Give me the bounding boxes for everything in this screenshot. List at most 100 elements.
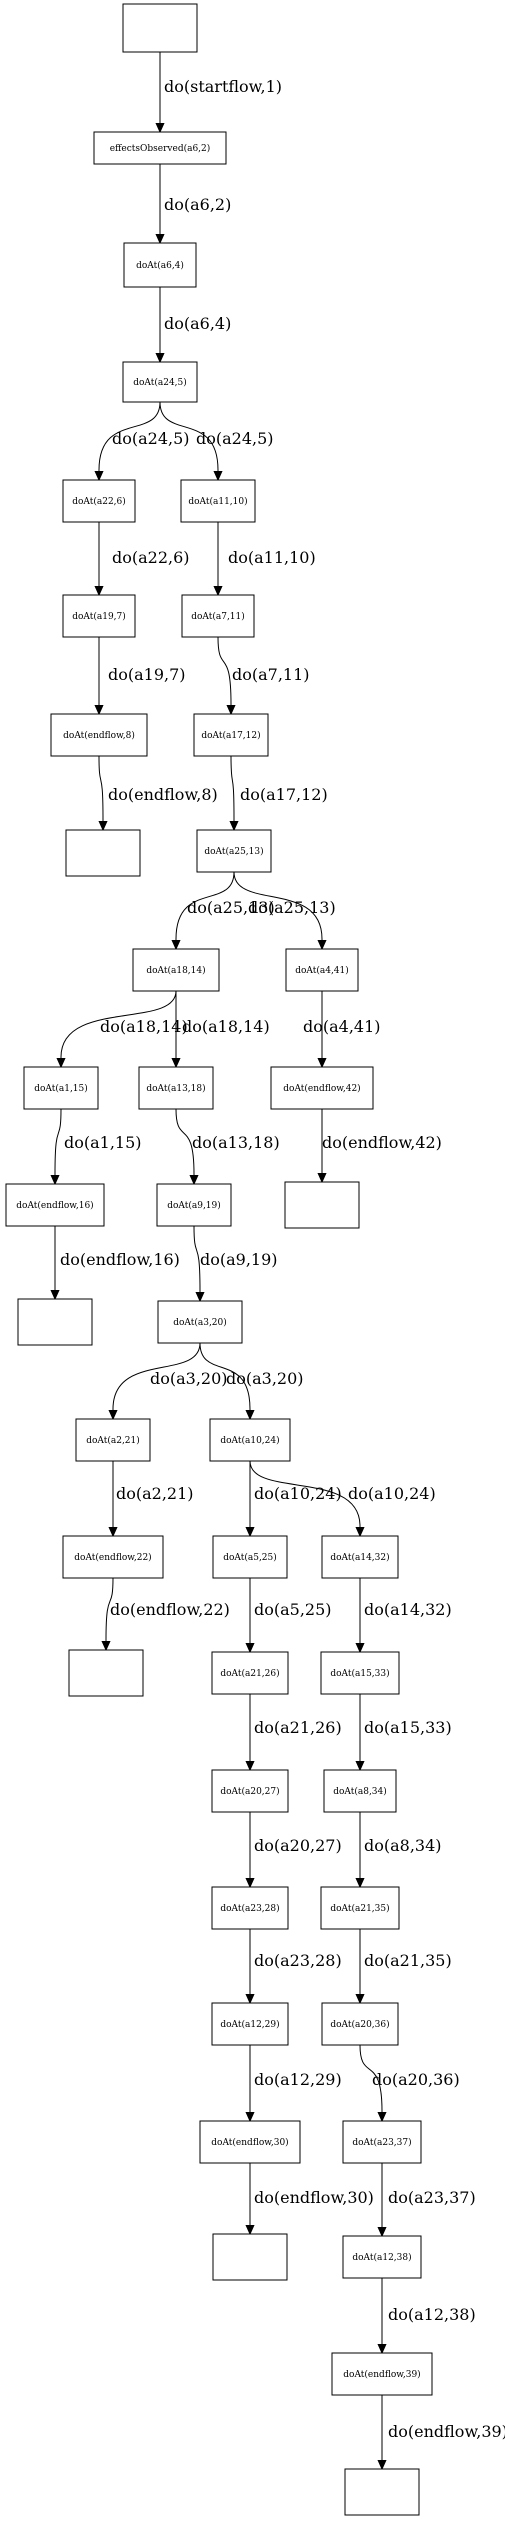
node-label: doAt(endflow,16) [16, 1200, 93, 1211]
state-node: doAt(a12,38) [342, 2235, 422, 2279]
node-label: doAt(a22,6) [72, 496, 126, 507]
edge-label: do(a8,34) [364, 1836, 442, 1855]
edge-label: do(a15,33) [364, 1718, 452, 1737]
node-box [156, 1183, 232, 1227]
edge-label: do(a25,13) [187, 898, 275, 917]
edge-label: do(a24,5) [196, 429, 274, 448]
edge-arrow [106, 1577, 114, 1650]
node-box [193, 713, 269, 757]
node-box [68, 1649, 144, 1697]
state-node: doAt(a8,34) [323, 1769, 397, 1813]
state-node: doAt(a19,7) [62, 594, 136, 638]
node-box [93, 131, 227, 165]
edge-arrow [61, 990, 177, 1067]
node-box [50, 713, 148, 757]
edge-arrow [193, 1225, 200, 1301]
edge-label: do(a12,38) [388, 2305, 476, 2324]
node-label: doAt(a12,38) [352, 2252, 411, 2263]
edge-arrow [55, 1108, 62, 1184]
node-label: doAt(a23,37) [352, 2137, 411, 2148]
state-node: doAt(a23,37) [342, 2120, 422, 2164]
edge-arrow [199, 1342, 250, 1419]
state-node: doAt(endflow,30) [199, 2120, 301, 2164]
node-label: doAt(a21,35) [330, 1903, 389, 1914]
node-box [211, 2002, 289, 2046]
edge-label: do(a23,37) [388, 2188, 476, 2207]
edge-label: do(a22,6) [112, 548, 190, 567]
node-label: doAt(a21,26) [220, 1668, 279, 1679]
node-label: doAt(endflow,30) [211, 2137, 288, 2148]
edge-label: do(a1,15) [64, 1133, 142, 1152]
state-node: doAt(a20,36) [321, 2002, 399, 2046]
state-node: doAt(a13,18) [138, 1066, 214, 1110]
edge-label: do(a13,18) [192, 1133, 280, 1152]
edge-arrow [359, 2044, 382, 2121]
edge-arrow [217, 636, 231, 714]
terminal-node [122, 3, 198, 53]
edges-layer: do(startflow,1)do(a6,2)do(a6,4)do(a24,5)… [55, 52, 505, 2469]
state-node: doAt(a24,5) [122, 361, 198, 403]
state-node: doAt(a23,28) [211, 1886, 289, 1930]
node-label: doAt(a4,41) [295, 965, 349, 976]
node-label: doAt(endflow,22) [74, 1552, 151, 1563]
node-box [138, 1066, 214, 1110]
node-label: doAt(a5,25) [223, 1552, 277, 1563]
node-box [331, 2352, 433, 2396]
node-box [62, 1535, 164, 1579]
edge-label: do(a20,27) [254, 1836, 342, 1855]
edge-label: do(a21,35) [364, 1951, 452, 1970]
state-node: doAt(a10,24) [209, 1418, 291, 1462]
state-node: doAt(a14,32) [321, 1535, 399, 1579]
state-node: doAt(endflow,22) [62, 1535, 164, 1579]
edge-arrow [233, 871, 322, 949]
edge-label: do(startflow,1) [164, 77, 282, 96]
node-box [196, 829, 272, 873]
edge-label: do(a9,19) [200, 1250, 278, 1269]
edge-label: do(a5,25) [254, 1600, 332, 1619]
state-node: doAt(a12,29) [211, 2002, 289, 2046]
state-node: doAt(a17,12) [193, 713, 269, 757]
state-node: doAt(a25,13) [196, 829, 272, 873]
node-label: doAt(a20,36) [330, 2019, 389, 2030]
state-node: doAt(a18,14) [132, 948, 220, 992]
node-label: doAt(a9,19) [167, 1200, 221, 1211]
terminal-node [17, 1298, 93, 1346]
edge-label: do(endflow,39) [388, 2422, 505, 2441]
node-box [17, 1298, 93, 1346]
edge-label: do(a3,20) [226, 1369, 304, 1388]
node-label: doAt(a6,4) [136, 260, 184, 271]
node-box [23, 1066, 99, 1110]
node-box [211, 1886, 289, 1930]
edge-label: do(a4,41) [303, 1017, 381, 1036]
edge-label: do(a21,26) [254, 1718, 342, 1737]
edge-arrow [176, 871, 235, 949]
edge-arrow [249, 1460, 360, 1536]
edge-label: do(endflow,22) [110, 1600, 230, 1619]
node-box [284, 1181, 360, 1229]
node-label: doAt(a2,21) [86, 1435, 140, 1446]
edge-label: do(a6,2) [164, 195, 231, 214]
edge-arrow [159, 401, 218, 480]
state-node: doAt(a2,21) [75, 1418, 151, 1462]
node-label: doAt(a3,20) [173, 1317, 227, 1328]
edge-label: do(a10,24) [348, 1484, 436, 1503]
terminal-node [284, 1181, 360, 1229]
node-box [123, 242, 197, 288]
node-label: doAt(a12,29) [220, 2019, 279, 2030]
state-node: doAt(endflow,42) [270, 1066, 374, 1110]
edge-label: do(a23,28) [254, 1951, 342, 1970]
node-label: doAt(a8,34) [333, 1786, 387, 1797]
edge-label: do(endflow,42) [322, 1133, 442, 1152]
node-box [211, 1651, 289, 1695]
node-label: doAt(endflow,42) [283, 1083, 360, 1094]
terminal-node [344, 2468, 420, 2516]
state-node: doAt(a5,25) [212, 1535, 288, 1579]
node-box [212, 1535, 288, 1579]
state-node: doAt(a22,6) [62, 479, 136, 523]
edge-label: do(a12,29) [254, 2070, 342, 2089]
node-label: doAt(a24,5) [133, 377, 187, 388]
state-node: doAt(a20,27) [211, 1769, 289, 1813]
node-box [75, 1418, 151, 1462]
node-label: doAt(a13,18) [146, 1083, 205, 1094]
state-node: doAt(endflow,8) [50, 713, 148, 757]
